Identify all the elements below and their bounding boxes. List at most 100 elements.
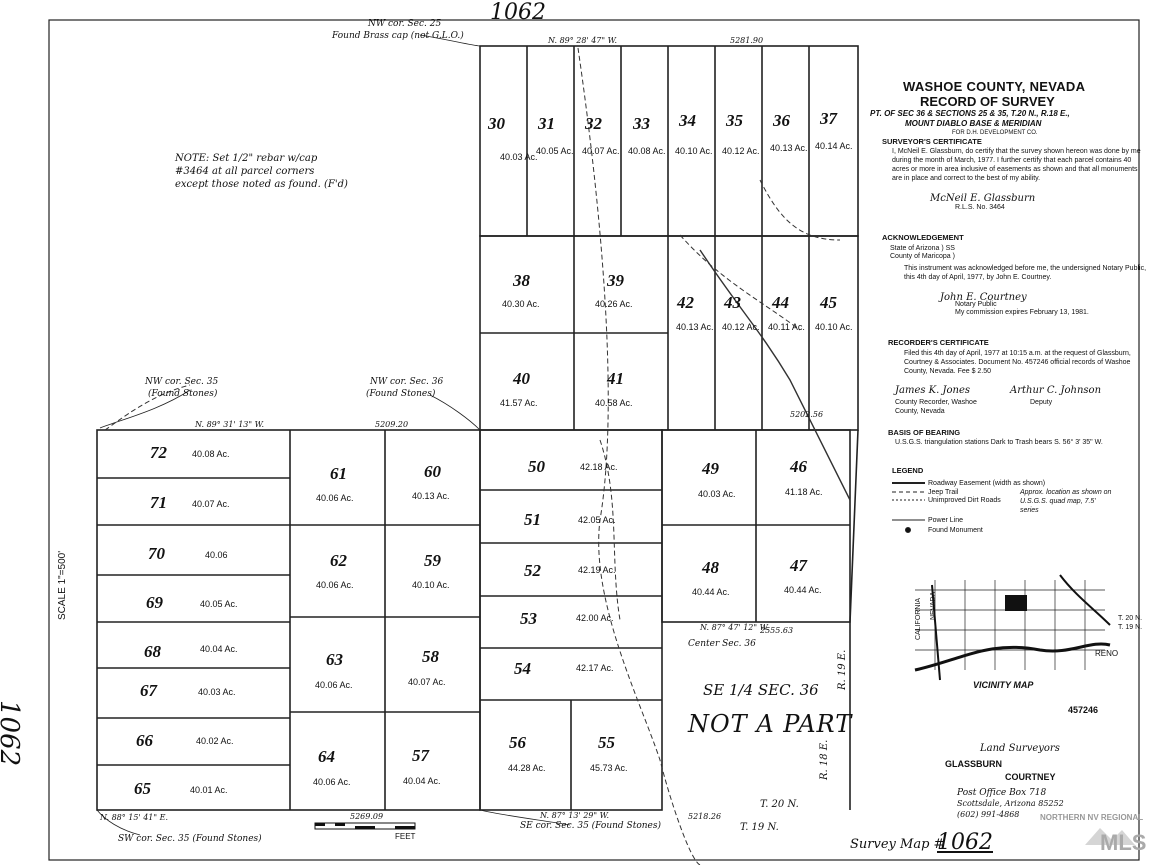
parcel-number: 53: [520, 609, 537, 628]
parcel-number: 46: [790, 457, 807, 476]
parcel-number: 70: [148, 544, 165, 563]
parcel-acreage: 40.10 Ac.: [815, 322, 853, 332]
parcel-acreage: 40.03 Ac.: [698, 489, 736, 499]
parcel-number: 66: [136, 731, 153, 750]
legend-item: Unimproved Dirt Roads: [928, 497, 1001, 504]
parcel-acreage: 40.05 Ac.: [200, 599, 238, 609]
parcel-number: 37: [820, 109, 837, 128]
parcel-acreage: 40.13 Ac.: [412, 491, 450, 501]
ack-signature: John E. Courtney: [940, 292, 1027, 303]
parcel-number: 45: [820, 293, 837, 312]
power-line: [699, 249, 851, 501]
parcel-acreage: 40.13 Ac.: [676, 322, 714, 332]
corner-nw36-note: (Found Stones): [366, 389, 436, 399]
ack-expires: My commission expires February 13, 1981.: [955, 309, 1089, 316]
parcel-acreage: 40.06 Ac.: [316, 493, 354, 503]
legend-item: Jeep Trail: [928, 489, 959, 496]
parcel-acreage: 40.10 Ac.: [675, 146, 713, 156]
title-line1: WASHOE COUNTY, NEVADA: [903, 79, 1086, 94]
parcel-acreage: 40.07 Ac.: [582, 146, 620, 156]
parcel-acreage: 40.12 Ac.: [722, 322, 760, 332]
parcel-number: 62: [330, 551, 347, 570]
recorder-sig2-role: Deputy: [1030, 399, 1053, 406]
label-t20n: T. 20 N.: [760, 799, 799, 810]
surveyor-text: I, McNeil E. Glassburn, do certify that …: [892, 148, 1141, 182]
parcel-acreage: 40.07 Ac.: [192, 499, 230, 509]
title-line5: FOR D.H. DEVELOPMENT CO.: [952, 130, 1038, 136]
recorder-sig1: James K. Jones: [895, 385, 971, 396]
bearing-top: N. 89° 28' 47" W.: [548, 36, 617, 45]
parcel-acreage: 40.04 Ac.: [200, 644, 238, 654]
parcel-number: 47: [790, 556, 807, 575]
parcel-number: 38: [513, 271, 530, 290]
parcel-number: 59: [424, 551, 441, 570]
corner-sw35: SW cor. Sec. 35 (Found Stones): [118, 834, 262, 844]
not-a-part-label: NOT A PART: [688, 710, 853, 738]
bearing-bottom2-dist: 5218.26: [688, 812, 722, 821]
recorder-heading: RECORDER'S CERTIFICATE: [888, 338, 989, 347]
recorder-sig2: Arthur C. Johnson: [1010, 385, 1102, 396]
parcel-acreage: 40.06 Ac.: [316, 580, 354, 590]
parcel-number: 50: [528, 457, 545, 476]
parcel-number: 31: [538, 114, 555, 133]
parcel-number: 30: [488, 114, 505, 133]
label-t19n: T. 19 N.: [740, 822, 779, 833]
parcel-acreage: 40.01 Ac.: [190, 785, 228, 795]
parcel-number: 41: [607, 369, 624, 388]
firm-phone: (602) 991-4868: [957, 810, 1020, 819]
se-quarter-label: SE 1/4 SEC. 36: [703, 681, 819, 699]
survey-map-label: Survey Map #: [850, 837, 945, 852]
parcel-number: 52: [524, 561, 541, 580]
parcel-number: 51: [524, 510, 541, 529]
title-line3: PT. OF SEC 36 & SECTIONS 25 & 35, T.20 N…: [870, 109, 1070, 118]
parcel-number: 61: [330, 464, 347, 483]
parcel-acreage: 40.08 Ac.: [192, 449, 230, 459]
parcel-acreage: 40.10 Ac.: [412, 580, 450, 590]
parcel-number: 48: [702, 558, 719, 577]
legend-item: Found Monument: [928, 527, 983, 534]
feet-label: FEET: [395, 832, 416, 841]
legend-heading: LEGEND: [892, 466, 924, 475]
parcel-number: 44: [772, 293, 789, 312]
recorder-sig1-role: County Recorder, Washoe County, Nevada: [895, 399, 977, 415]
legend-item: Power Line: [928, 517, 964, 524]
bearing-bottom-dist: 5269.09: [350, 812, 384, 821]
parcel-number: 64: [318, 747, 335, 766]
side-map-number: 1062: [0, 700, 24, 767]
parcel-acreage: 42.05 Ac.: [578, 515, 616, 525]
vicinity-nevada: NEVADA: [930, 591, 937, 620]
firm-address1: Post Office Box 718: [957, 788, 1047, 798]
ack-county: County of Maricopa ): [890, 253, 955, 260]
survey-map-number: 1062: [937, 830, 993, 855]
scale-label: SCALE 1"=500': [57, 550, 68, 620]
bearing-top-dist: 5281.90: [730, 36, 764, 45]
parcel-number: 49: [702, 459, 719, 478]
parcel-acreage: 40.04 Ac.: [403, 776, 441, 786]
parcel-acreage: 45.73 Ac.: [590, 763, 628, 773]
vicinity-california: CALIFORNIA: [915, 597, 922, 640]
parcel-acreage: 40.07 Ac.: [408, 677, 446, 687]
parcel-number: 43: [724, 293, 741, 312]
firm-name2: COURTNEY: [1005, 772, 1056, 782]
parcel-acreage: 40.13 Ac.: [770, 143, 808, 153]
parcel-acreage: 42.17 Ac.: [576, 663, 614, 673]
legend-symbols: [892, 482, 925, 533]
corner-nw35: NW cor. Sec. 35: [145, 377, 219, 387]
parcel-number: 40: [513, 369, 530, 388]
parcel-number: 67: [140, 681, 157, 700]
map-border: [48, 19, 1140, 861]
parcel-acreage: 42.00 Ac.: [576, 613, 614, 623]
parcel-acreage: 41.18 Ac.: [785, 487, 823, 497]
label-r18e: R. 18 E.: [819, 739, 830, 780]
firm-title: Land Surveyors: [980, 743, 1060, 754]
parcel-acreage: 42.18 Ac.: [580, 462, 618, 472]
bearing-bottom: N. 88° 15' 41" E.: [100, 813, 169, 822]
parcel-grid: [96, 45, 859, 811]
parcel-number: 55: [598, 733, 615, 752]
parcel-number: 69: [146, 593, 163, 612]
parcel-number: 63: [326, 650, 343, 669]
bearing-east-dist: 5202.56: [790, 410, 824, 419]
center-sec-label: Center Sec. 36: [688, 639, 756, 649]
parcel-number: 71: [150, 493, 167, 512]
ack-text: This instrument was acknowledged before …: [904, 265, 1147, 281]
